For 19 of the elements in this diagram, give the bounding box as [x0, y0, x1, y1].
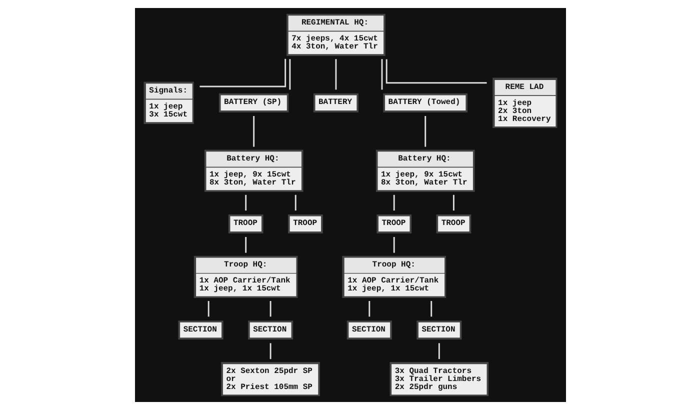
connector	[252, 116, 254, 147]
connector	[294, 194, 296, 211]
connector	[385, 59, 486, 84]
connector	[269, 301, 271, 317]
connector	[244, 194, 246, 211]
connector	[452, 194, 454, 211]
connector	[438, 343, 440, 360]
connector	[244, 237, 246, 253]
connector	[288, 59, 290, 90]
connector	[424, 116, 426, 147]
connector	[392, 237, 394, 253]
connector	[380, 59, 382, 90]
connector	[269, 343, 271, 360]
connector	[207, 301, 209, 317]
connector	[430, 301, 432, 317]
connector	[368, 301, 370, 317]
connector	[334, 59, 336, 90]
connector	[392, 194, 394, 211]
connector	[199, 58, 286, 88]
